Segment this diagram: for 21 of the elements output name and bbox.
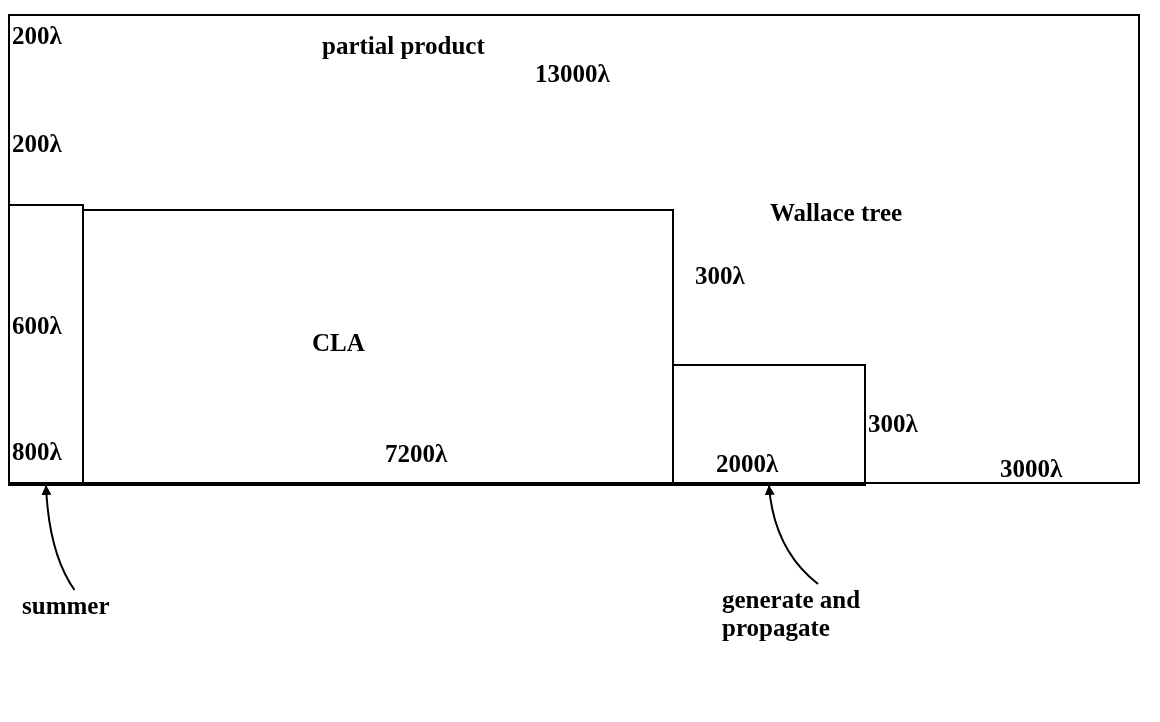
dimension-label: 2000λ xyxy=(716,450,779,478)
cla-block xyxy=(82,209,674,486)
dimension-label: 300λ xyxy=(695,262,745,290)
dimension-label: 200λ xyxy=(12,130,62,158)
leader-arrow xyxy=(41,485,76,591)
dimension-label: 200λ xyxy=(12,22,62,50)
block-label: partial product xyxy=(322,32,485,60)
block-label: CLA xyxy=(312,329,365,357)
dimension-label: 600λ xyxy=(12,312,62,340)
leader-arrow xyxy=(764,485,819,585)
dimension-label: 13000λ xyxy=(535,60,610,88)
dimension-label: 3000λ xyxy=(1000,455,1063,483)
dimension-label: 300λ xyxy=(868,410,918,438)
generate-propagate-block xyxy=(672,364,866,486)
dimension-label: 7200λ xyxy=(385,440,448,468)
dimension-label: 800λ xyxy=(12,438,62,466)
callout-text: summer xyxy=(22,592,110,620)
callout-text: generate and propagate xyxy=(722,586,882,641)
block-label: Wallace tree xyxy=(770,199,903,227)
floorplan-outline xyxy=(8,14,1140,484)
summer-block xyxy=(8,204,84,486)
